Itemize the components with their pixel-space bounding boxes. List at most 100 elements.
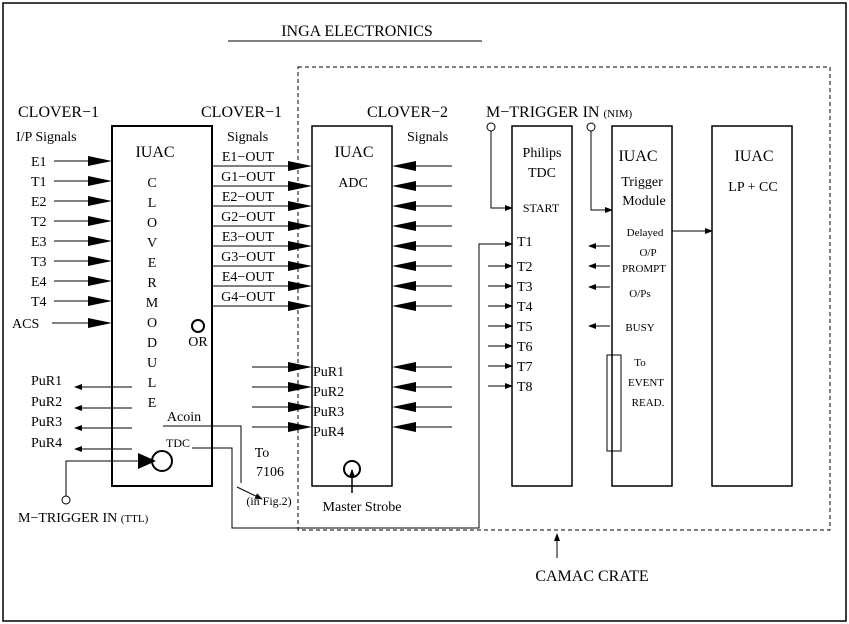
to-event-to-label: To <box>634 357 646 369</box>
mtrigger-ttl-label: M−TRIGGER IN (TTL) <box>18 511 149 526</box>
module-letter: M <box>146 296 159 311</box>
trigger-iuac-title: IUAC <box>618 148 657 165</box>
clover2-input-arrow-arrowhead <box>392 161 416 171</box>
clover2-input-arrow-arrowhead <box>392 181 416 191</box>
ops-label: O/Ps <box>629 288 650 300</box>
tdc-channel-label: T8 <box>517 380 533 395</box>
pur-label-left: PuR3 <box>31 415 62 430</box>
or-connector-icon <box>191 319 205 333</box>
clover2-input-arrow-arrowhead <box>392 402 416 412</box>
mid-output-label: E4−OUT <box>222 270 275 285</box>
tdc-channel-label: T2 <box>517 260 533 275</box>
prompt-label: PROMPT <box>622 263 666 275</box>
tdc-channel-label: T4 <box>517 300 533 315</box>
mid-header-clover1: CLOVER−1 <box>201 104 282 121</box>
acoin-label: Acoin <box>167 410 201 425</box>
clover-module-title: IUAC <box>135 144 174 161</box>
read-label: READ. <box>632 397 665 409</box>
delayed-label: Delayed <box>627 227 664 239</box>
adc-pur-label: PuR4 <box>313 425 344 440</box>
input-label-e2: E2 <box>31 195 47 210</box>
clover2-input-arrow-arrowhead <box>392 301 416 311</box>
pur-label-left: PuR1 <box>31 374 62 389</box>
mid-output-arrow-arrowhead <box>288 221 312 231</box>
philips-tdc-title: TDC <box>528 166 556 181</box>
mtrigger-nim-connector-2-icon <box>586 122 596 132</box>
mtrigger-ttl-line <box>65 460 148 496</box>
input-label-t2: T2 <box>31 215 47 230</box>
mtrigger-nim-connector-1-icon <box>486 122 496 132</box>
clover2-input-arrow-arrowhead <box>392 422 416 432</box>
clover2-input-arrow-arrowhead <box>392 362 416 372</box>
mid-output-arrow-arrowhead <box>288 161 312 171</box>
mid-output-label: G4−OUT <box>221 290 275 305</box>
mid-output-label: G3−OUT <box>221 250 275 265</box>
busy-label: BUSY <box>625 322 654 334</box>
input-acs-arrowhead <box>88 318 112 328</box>
module-letter: U <box>147 356 157 371</box>
module-letter: E <box>148 256 157 271</box>
clover2-signals: Signals <box>407 130 448 145</box>
lpcc-box <box>711 125 793 487</box>
module-letter: D <box>147 336 157 351</box>
mtrigger-ttl-connector-icon <box>61 495 71 505</box>
input-e3-arrowhead <box>88 236 112 246</box>
tdc-channel-label: T1 <box>517 235 533 250</box>
clover2-input-arrow-arrowhead <box>392 201 416 211</box>
camac-label: CAMAC CRATE <box>535 568 648 585</box>
adc-title: IUAC <box>334 144 373 161</box>
diagram-title: INGA ELECTRONICS <box>281 23 433 40</box>
input-t2-arrowhead <box>88 216 112 226</box>
module-letter: R <box>147 276 157 291</box>
mid-output-arrow-arrowhead <box>288 261 312 271</box>
clover2-input-arrows <box>392 161 452 432</box>
camac-crate-box <box>297 66 831 531</box>
input-label-t4: T4 <box>31 295 47 310</box>
input-label-e3: E3 <box>31 235 47 250</box>
input-label-e4: E4 <box>31 275 47 290</box>
module-letter: C <box>147 176 156 191</box>
clover2-input-arrow-arrowhead <box>392 241 416 251</box>
input-label-t1: T1 <box>31 175 47 190</box>
to-label: To <box>255 446 270 461</box>
input-t3-arrowhead <box>88 256 112 266</box>
to-7106-label: 7106 <box>256 465 284 480</box>
mid-output-arrow-arrowhead <box>288 281 312 291</box>
mid-output-arrow-arrowhead <box>288 241 312 251</box>
pur-label-left: PuR2 <box>31 395 62 410</box>
mtrigger-nim-label: M−TRIGGER IN (NIM) <box>486 104 633 121</box>
module-letter: O <box>147 216 157 231</box>
adc-pur-label: PuR3 <box>313 405 344 420</box>
tdc-channel-label: T7 <box>517 360 533 375</box>
input-t1-arrowhead <box>88 176 112 186</box>
mid-output-arrows: E1−OUTG1−OUTE2−OUTG2−OUTE3−OUTG3−OUTE4−O… <box>212 150 312 311</box>
mid-header-signals: Signals <box>227 130 268 145</box>
mid-output-label: E2−OUT <box>222 190 275 205</box>
module-letter: L <box>148 376 157 391</box>
mid-output-arrow-arrowhead <box>288 301 312 311</box>
tdc-to-t1-line <box>192 241 513 529</box>
clover2-header: CLOVER−2 <box>367 104 448 121</box>
adc-pur-arrow-arrowhead <box>288 402 312 412</box>
tdc-channel-label: T5 <box>517 320 533 335</box>
adc-pur-label: PuR2 <box>313 385 344 400</box>
tdc-label: TDC <box>166 436 190 450</box>
module-letter: L <box>148 196 157 211</box>
input-t4-arrowhead <box>88 296 112 306</box>
in-fig2-label: (in Fig.2) <box>246 494 291 508</box>
input-label-t3: T3 <box>31 255 47 270</box>
mtrigger-ttl-arrowhead <box>138 453 156 469</box>
input-e1-arrowhead <box>88 156 112 166</box>
input-e4-arrowhead <box>88 276 112 286</box>
acoin-line <box>163 425 242 483</box>
tdc-start-label: START <box>523 201 560 215</box>
module-letter: V <box>147 236 157 251</box>
adc-pur-arrow-arrowhead <box>288 422 312 432</box>
input-e2-arrowhead <box>88 196 112 206</box>
